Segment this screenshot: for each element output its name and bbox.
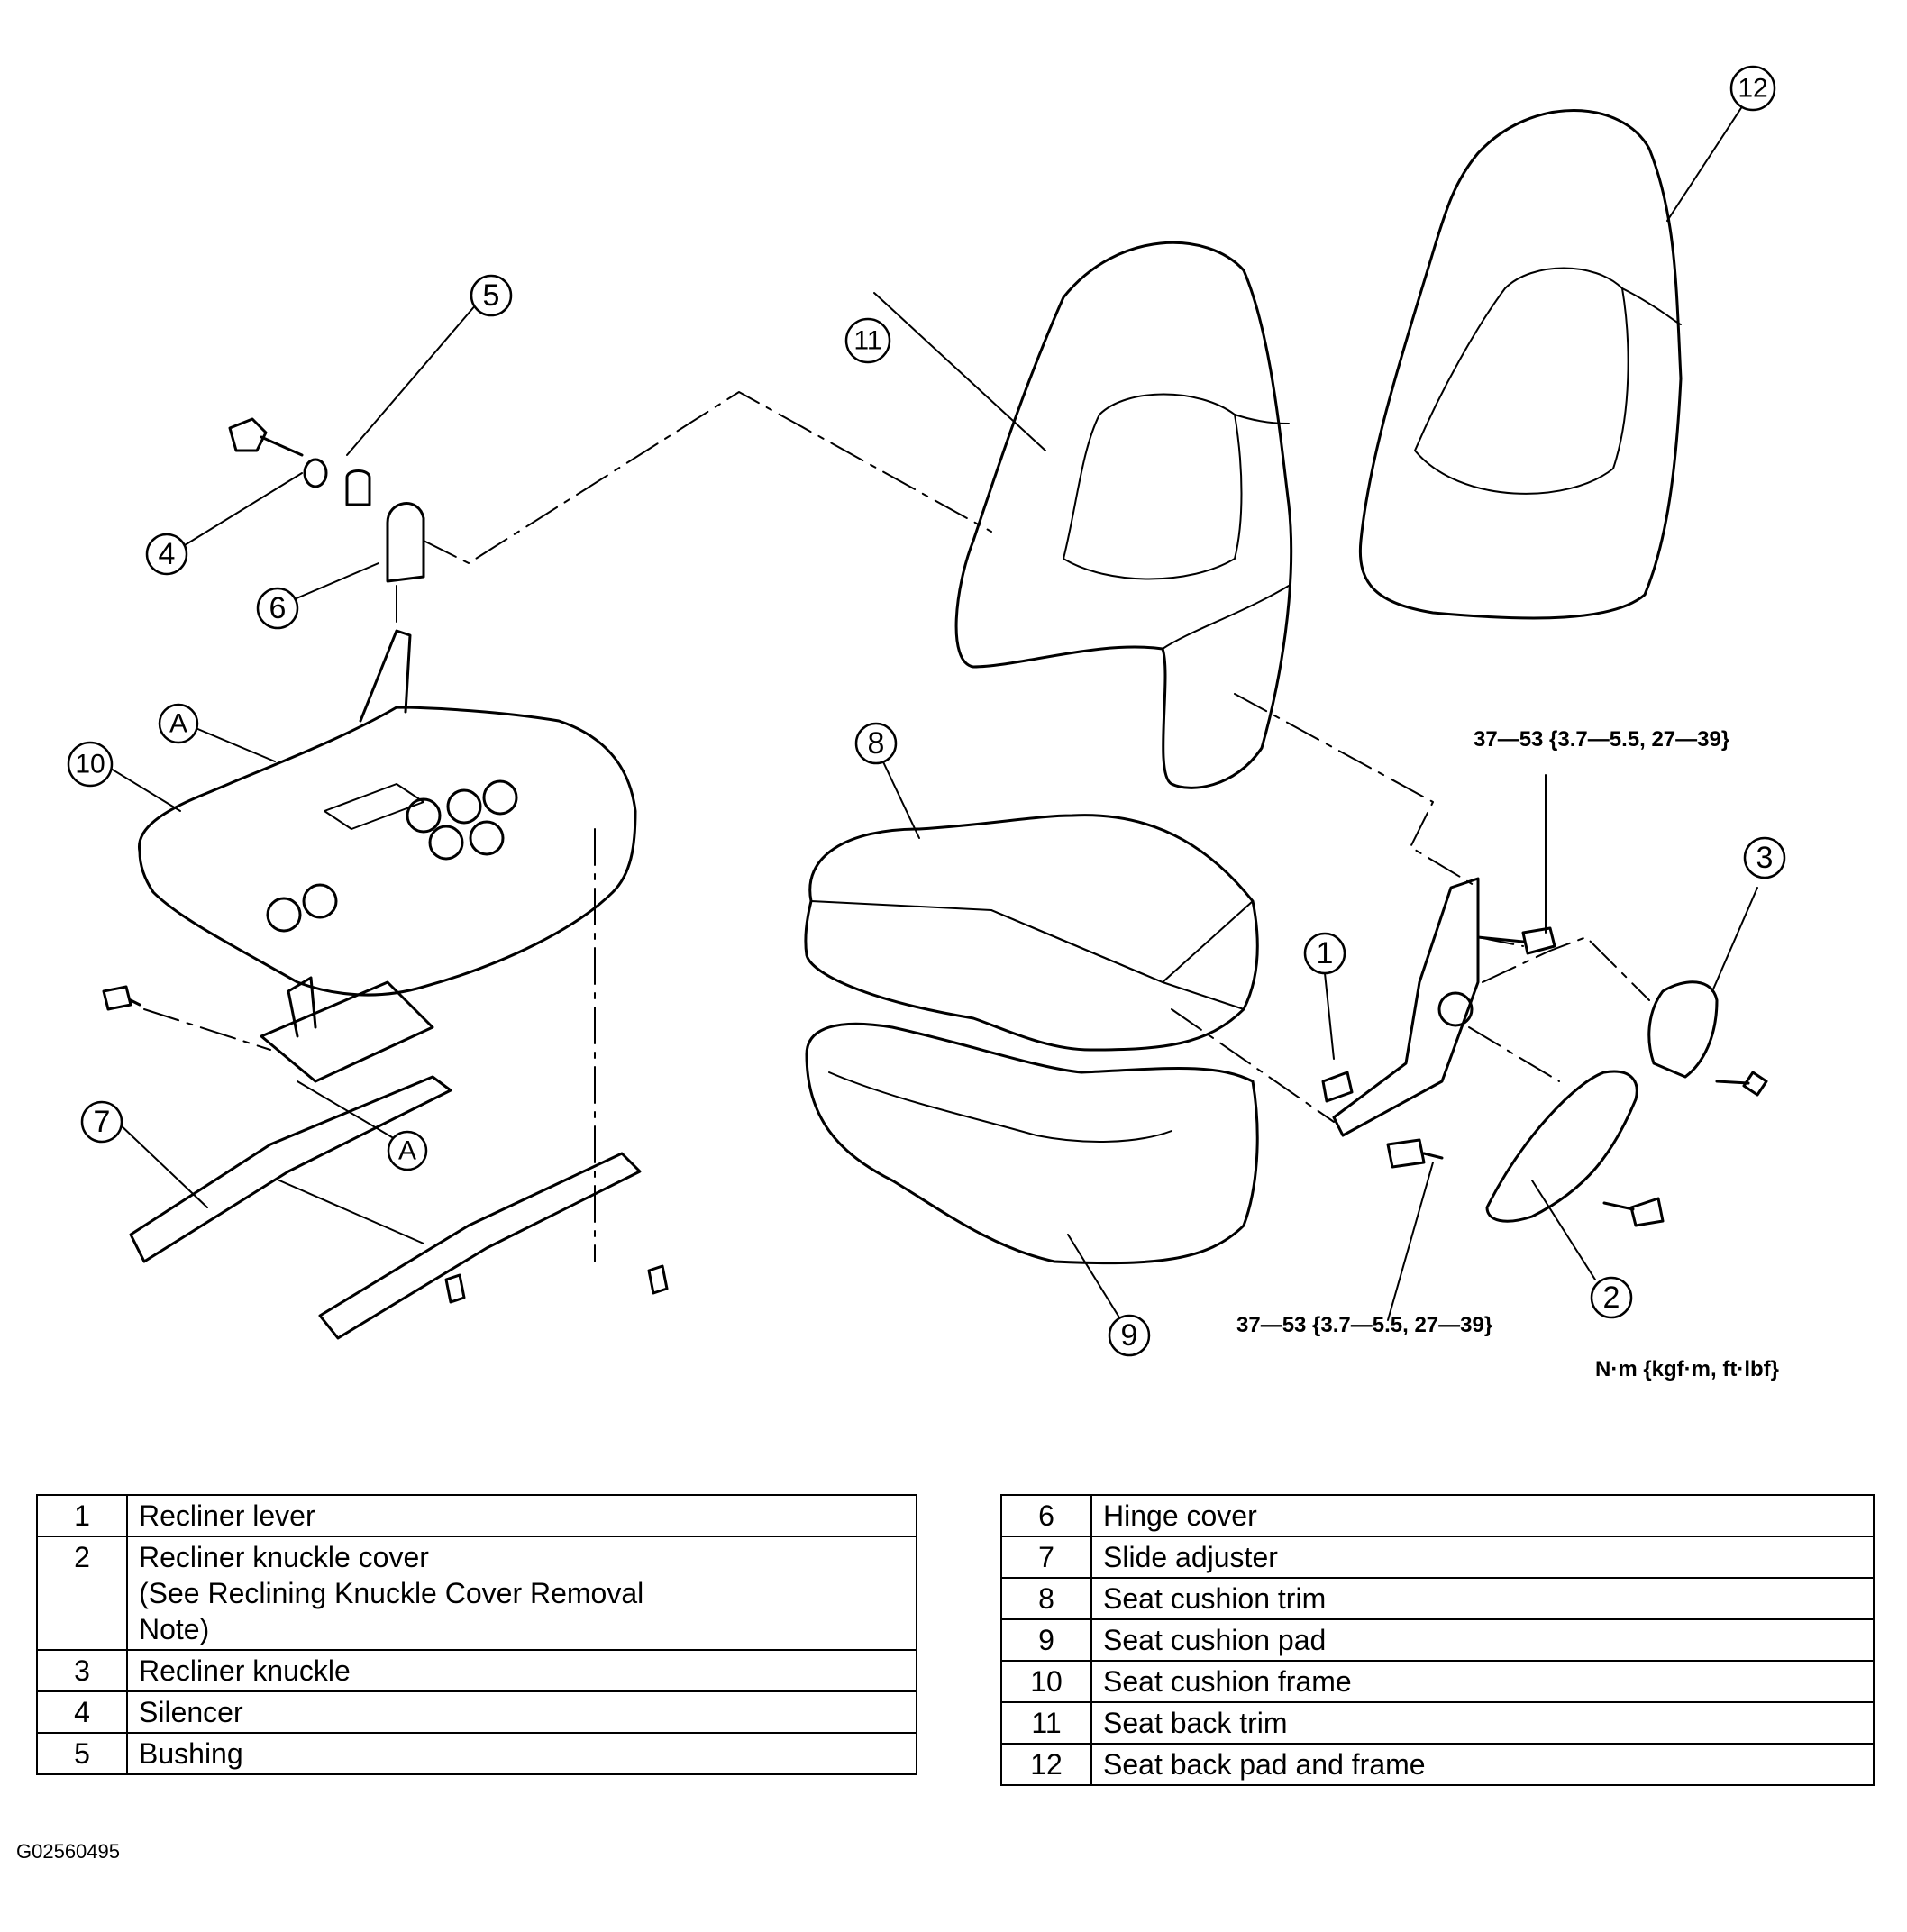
svg-text:3: 3 — [1756, 841, 1774, 875]
svg-text:5: 5 — [483, 278, 500, 313]
table-row: 7 Slide adjuster — [1000, 1536, 1875, 1579]
part-name: Hinge cover — [1090, 1494, 1875, 1537]
bushing-shape — [345, 469, 371, 506]
part-name: Silencer — [126, 1690, 917, 1734]
table-row: 11 Seat back trim — [1000, 1701, 1875, 1745]
part-name: Seat back trim — [1090, 1701, 1875, 1745]
svg-text:A: A — [398, 1136, 416, 1166]
callout-4: 4 — [145, 533, 188, 576]
reference-mark-a-upper: A — [158, 703, 199, 744]
svg-text:8: 8 — [868, 726, 885, 761]
table-row: 4 Silencer — [36, 1690, 917, 1734]
callout-1: 1 — [1303, 932, 1346, 975]
callout-5: 5 — [470, 274, 513, 317]
recliner-knuckle-bracket-shape — [1332, 877, 1480, 1137]
table-row: 12 Seat back pad and frame — [1000, 1743, 1875, 1786]
part-name: Recliner lever — [126, 1494, 917, 1537]
callout-6: 6 — [256, 587, 299, 630]
table-row: 2 Recliner knuckle cover (See Reclining … — [36, 1536, 917, 1651]
seat-back-pad-frame-shape — [1358, 109, 1683, 620]
exploded-seat-diagram: 1 2 3 4 5 6 7 8 9 10 11 12 A A 37—53 {3.… — [67, 65, 1786, 1381]
svg-text:2: 2 — [1603, 1280, 1620, 1315]
svg-text:6: 6 — [269, 591, 287, 625]
part-number: 1 — [36, 1494, 128, 1537]
callout-12: 12 — [1729, 65, 1776, 112]
svg-text:9: 9 — [1121, 1318, 1138, 1353]
torque-spec-lower: 37—53 {3.7—5.5, 27—39} — [1236, 1313, 1492, 1337]
table-row: 10 Seat cushion frame — [1000, 1660, 1875, 1703]
figure-code: G02560495 — [16, 1840, 120, 1863]
part-number: 5 — [36, 1732, 128, 1775]
callout-7: 7 — [80, 1100, 123, 1144]
hinge-cover-shape — [386, 502, 425, 583]
part-number: 2 — [36, 1536, 128, 1651]
part-number: 6 — [1000, 1494, 1092, 1537]
part-name: Bushing — [126, 1732, 917, 1775]
callout-9: 9 — [1108, 1314, 1151, 1357]
slide-adjuster-shape — [129, 1075, 452, 1263]
part-name: Recliner knuckle — [126, 1649, 917, 1692]
callout-8: 8 — [854, 722, 898, 765]
part-number: 7 — [1000, 1536, 1092, 1579]
part-number: 3 — [36, 1649, 128, 1692]
part-name: Slide adjuster — [1090, 1536, 1875, 1579]
svg-text:11: 11 — [853, 326, 881, 356]
parts-table-right: 6 Hinge cover 7 Slide adjuster 8 Seat cu… — [1000, 1494, 1875, 1786]
table-row: 3 Recliner knuckle — [36, 1649, 917, 1692]
part-name: Seat cushion frame — [1090, 1660, 1875, 1703]
callout-2: 2 — [1590, 1276, 1633, 1319]
part-name: Seat cushion trim — [1090, 1577, 1875, 1620]
seat-cushion-pad-shape — [805, 1022, 1259, 1265]
svg-text:12: 12 — [1738, 74, 1767, 104]
part-number: 11 — [1000, 1701, 1092, 1745]
part-number: 10 — [1000, 1660, 1092, 1703]
silencer-shape — [303, 458, 328, 488]
seat-back-trim-shape — [954, 241, 1293, 789]
svg-text:4: 4 — [159, 537, 176, 571]
table-row: 9 Seat cushion pad — [1000, 1618, 1875, 1662]
part-note-continued: Note) — [139, 1613, 210, 1645]
callout-3: 3 — [1743, 836, 1786, 879]
recliner-knuckle-cover-shape — [1485, 1070, 1638, 1223]
callouts: 1 2 3 4 5 6 7 8 9 10 11 12 A A — [67, 65, 1786, 1357]
callout-11: 11 — [844, 317, 891, 364]
reference-mark-a-lower: A — [387, 1130, 428, 1171]
seat-cushion-trim-shape — [804, 814, 1259, 1052]
part-number: 12 — [1000, 1743, 1092, 1786]
svg-text:1: 1 — [1317, 936, 1334, 971]
part-name-text: Recliner knuckle cover — [139, 1541, 429, 1573]
table-row: 5 Bushing — [36, 1732, 917, 1775]
part-name: Recliner knuckle cover (See Reclining Kn… — [126, 1536, 917, 1651]
callout-10: 10 — [67, 741, 114, 788]
table-row: 1 Recliner lever — [36, 1494, 917, 1537]
bolt-shape — [228, 417, 304, 457]
part-number: 4 — [36, 1690, 128, 1734]
parts-table-left: 1 Recliner lever 2 Recliner knuckle cove… — [36, 1494, 917, 1775]
recliner-knuckle-shape — [1647, 980, 1719, 1079]
part-number: 8 — [1000, 1577, 1092, 1620]
torque-spec-upper: 37—53 {3.7—5.5, 27—39} — [1474, 727, 1729, 752]
part-name: Seat cushion pad — [1090, 1618, 1875, 1662]
part-note: (See Reclining Knuckle Cover Removal — [139, 1577, 644, 1609]
torque-units: N·m {kgf·m, ft·lbf} — [1595, 1357, 1779, 1381]
svg-text:A: A — [169, 709, 187, 739]
table-row: 8 Seat cushion trim — [1000, 1577, 1875, 1620]
svg-text:10: 10 — [75, 750, 105, 779]
seat-cushion-frame-shape — [137, 706, 637, 997]
svg-text:7: 7 — [94, 1105, 111, 1139]
part-number: 9 — [1000, 1618, 1092, 1662]
table-row: 6 Hinge cover — [1000, 1494, 1875, 1537]
part-name: Seat back pad and frame — [1090, 1743, 1875, 1786]
diagram-canvas: 1 2 3 4 5 6 7 8 9 10 11 12 A A 37—53 {3.… — [67, 65, 1786, 1381]
